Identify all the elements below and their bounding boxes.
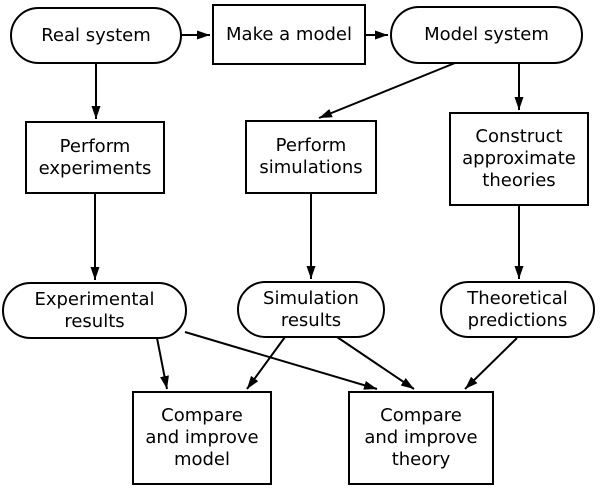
edge-experimental-results-to-compare-and-improve-model xyxy=(156,337,169,390)
node-compare-and-improve-model-label: Compare and improve model xyxy=(145,405,259,470)
node-compare-and-improve-theory: Compare and improve theory xyxy=(348,391,494,485)
edge-simulation-results-to-compare-and-improve-model xyxy=(246,336,286,390)
node-experimental-results: Experimental results xyxy=(2,282,187,339)
node-make-a-model: Make a model xyxy=(212,4,366,65)
node-model-system: Model system xyxy=(390,6,583,64)
node-real-system-label: Real system xyxy=(41,24,151,46)
node-experimental-results-label: Experimental results xyxy=(34,288,155,332)
node-model-system-label: Model system xyxy=(424,24,549,45)
node-perform-experiments-label: Perform experiments xyxy=(38,135,152,179)
node-simulation-results-label: Simulation results xyxy=(263,287,359,331)
node-make-a-model-label: Make a model xyxy=(226,23,352,45)
node-simulation-results: Simulation results xyxy=(237,281,385,338)
node-construct-approximate-theories: Construct approximate theories xyxy=(449,112,589,206)
edge-model-system-to-perform-simulations xyxy=(318,62,456,119)
node-theoretical-predictions: Theoretical predictions xyxy=(440,281,595,338)
node-construct-approximate-theories-label: Construct approximate theories xyxy=(462,126,576,191)
edge-simulation-results-to-compare-and-improve-theory xyxy=(336,336,415,390)
edge-theoretical-predictions-to-compare-and-improve-theory xyxy=(464,337,518,390)
edge-experimental-results-to-compare-and-improve-theory xyxy=(184,331,378,390)
node-perform-simulations: Perform simulations xyxy=(245,120,377,194)
node-real-system: Real system xyxy=(10,7,182,64)
node-compare-and-improve-model: Compare and improve model xyxy=(132,391,272,485)
node-perform-experiments: Perform experiments xyxy=(25,121,165,194)
node-theoretical-predictions-label: Theoretical predictions xyxy=(467,287,568,331)
node-compare-and-improve-theory-label: Compare and improve theory xyxy=(364,405,478,470)
node-perform-simulations-label: Perform simulations xyxy=(259,135,363,178)
